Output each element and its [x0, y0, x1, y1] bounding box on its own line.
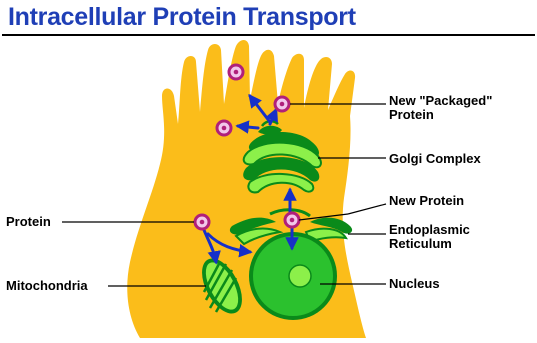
protein-left	[217, 121, 231, 135]
label-mitochondria: Mitochondria	[6, 278, 88, 293]
label-er-line2: Reticulum	[389, 236, 452, 251]
golgi-complex	[243, 132, 321, 192]
label-er-line1: Endoplasmic	[389, 222, 470, 237]
label-protein: Protein	[6, 214, 51, 229]
label-packaged-line1: New "Packaged"	[389, 93, 492, 108]
label-packaged-line2: Protein	[389, 107, 434, 122]
leader-new-protein-2	[348, 204, 386, 214]
label-new-protein: New Protein	[389, 193, 464, 208]
protein-packaged	[275, 97, 289, 111]
protein-top	[229, 65, 243, 79]
arrow-golgi-to-left	[238, 126, 258, 128]
label-nucleus: Nucleus	[389, 276, 440, 291]
label-golgi: Golgi Complex	[389, 151, 482, 166]
protein-cytoplasm	[195, 215, 209, 229]
protein-new	[285, 213, 299, 227]
